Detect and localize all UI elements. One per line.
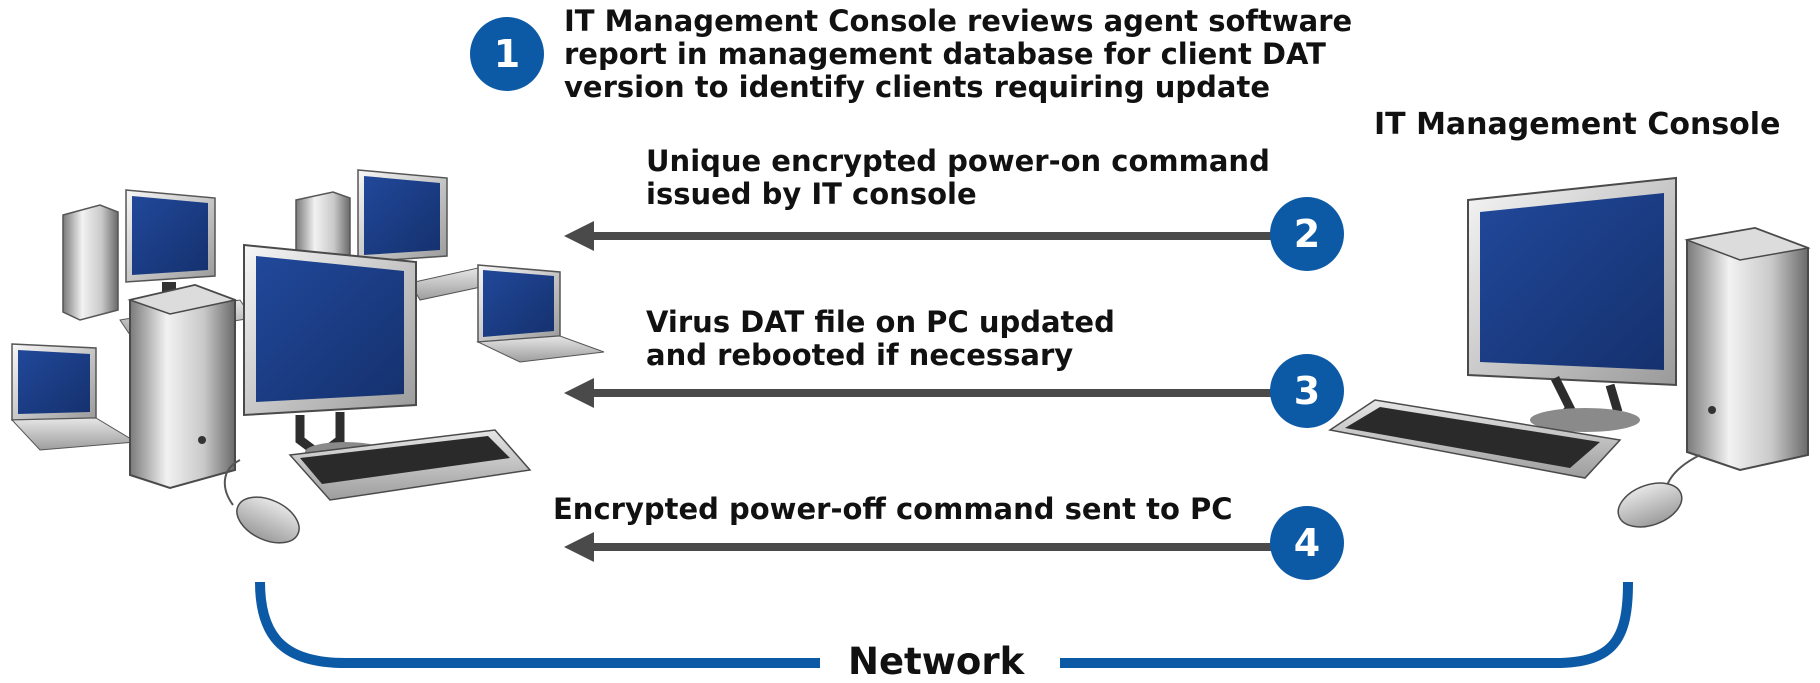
- step-4-arrow: [564, 532, 1282, 562]
- step-1-number: 1: [493, 32, 521, 76]
- step-2-badge: 2: [1270, 197, 1344, 271]
- tower-icon: [62, 204, 119, 321]
- step-4-line-1: Encrypted power-off command sent to PC: [553, 492, 1233, 526]
- laptop-icon: [10, 343, 138, 451]
- client-computers-group: [10, 169, 605, 544]
- step-2-arrow: [564, 221, 1282, 251]
- laptop-icon: [476, 264, 605, 363]
- step-2-line-1: Unique encrypted power-on command: [646, 144, 1270, 178]
- step-4-number: 4: [1293, 521, 1321, 565]
- step-3-badge: 3: [1270, 354, 1344, 428]
- network-label: Network: [848, 640, 1025, 683]
- keyboard-icon: [1328, 399, 1622, 479]
- step-2-text: Unique encrypted power-on command issued…: [646, 145, 1270, 211]
- mouse-icon: [223, 459, 300, 544]
- step-4-badge: 4: [1270, 506, 1344, 580]
- console-computer: [1328, 176, 1811, 528]
- step-3-line-2: and rebooted if necessary: [646, 338, 1074, 372]
- tower-icon: [1684, 226, 1811, 472]
- monitor-icon: [243, 243, 417, 462]
- step-2-number: 2: [1293, 212, 1321, 256]
- step-1-line-1: IT Management Console reviews agent soft…: [564, 4, 1353, 38]
- step-3-text: Virus DAT file on PC updated and reboote…: [646, 306, 1115, 372]
- step-1-text: IT Management Console reviews agent soft…: [564, 5, 1352, 104]
- console-title: IT Management Console: [1374, 107, 1781, 142]
- step-2-line-2: issued by IT console: [646, 177, 977, 211]
- step-4-text: Encrypted power-off command sent to PC: [553, 493, 1233, 526]
- step-3-line-1: Virus DAT file on PC updated: [646, 305, 1115, 339]
- step-1-line-3: version to identify clients requiring up…: [564, 70, 1270, 104]
- mouse-icon: [1617, 454, 1701, 528]
- tower-icon: [127, 283, 238, 490]
- step-3-number: 3: [1293, 369, 1321, 413]
- step-1-line-2: report in management database for client…: [564, 37, 1326, 71]
- step-3-arrow: [564, 378, 1282, 408]
- monitor-icon: [1467, 176, 1677, 432]
- step-1-badge: 1: [470, 17, 544, 91]
- network-bracket: [255, 581, 1633, 668]
- keyboard-icon: [288, 429, 532, 501]
